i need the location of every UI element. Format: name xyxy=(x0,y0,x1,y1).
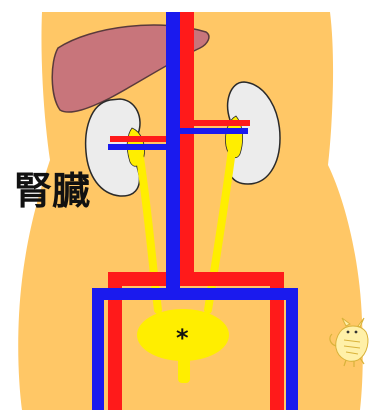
left-iliac-vein xyxy=(92,288,104,410)
left-renal-vein xyxy=(108,144,170,150)
aorta xyxy=(180,12,194,280)
kidney-label: 腎臓 xyxy=(14,169,90,213)
iliac-artery-bridge xyxy=(108,272,284,286)
right-renal-artery xyxy=(192,120,250,126)
right-iliac-vein xyxy=(286,288,298,410)
creature-eye-left xyxy=(347,331,350,334)
bladder-marker: * xyxy=(176,324,189,352)
creature-body xyxy=(336,326,368,361)
creature-eye-right xyxy=(355,331,358,334)
vena-cava xyxy=(166,12,180,294)
iliac-vein-bridge xyxy=(92,288,298,300)
right-renal-vein xyxy=(178,128,248,134)
urethra xyxy=(178,355,190,383)
